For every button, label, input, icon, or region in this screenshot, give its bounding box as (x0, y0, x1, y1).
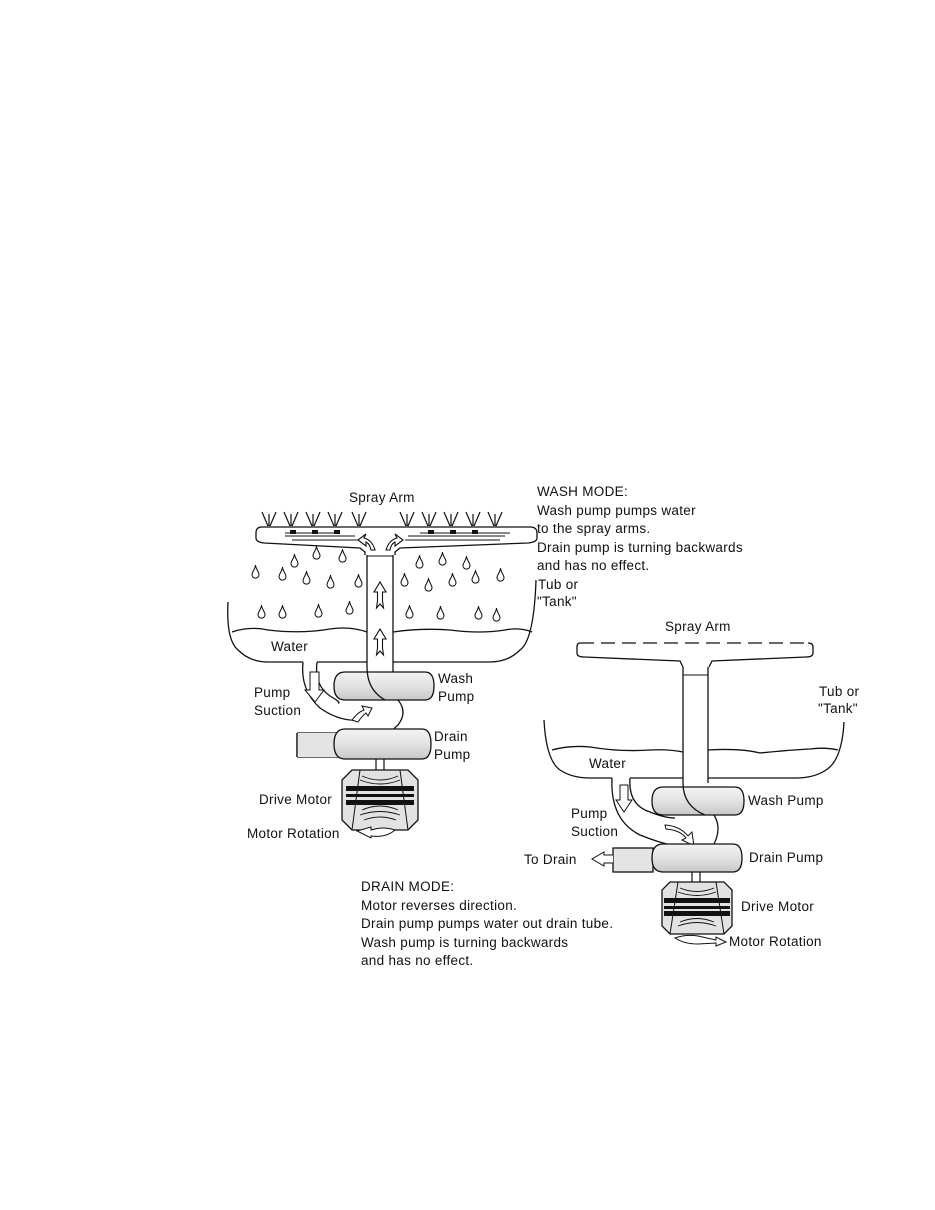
wash-drive-motor-label: Drive Motor (259, 792, 333, 807)
wash-motor-rotation-label: Motor Rotation (247, 826, 340, 841)
wash-drain-pump-label-line2: Pump (434, 747, 471, 762)
drain-motor-rotation-label: Motor Rotation (729, 934, 822, 949)
wash-pump-suction-label-line1: Pump (254, 685, 291, 700)
wash-drain-pump-label-line1: Drain (434, 729, 468, 744)
drain-drive-motor-label: Drive Motor (741, 899, 815, 914)
drain-to-drain-label: To Drain (524, 852, 577, 867)
drain-tub-label-line1: Tub or (819, 684, 860, 699)
drain-spray-arm-label: Spray Arm (665, 619, 731, 634)
wash-tub-label-line2: "Tank" (537, 594, 577, 609)
drain-water-label: Water (589, 756, 627, 771)
wash-mode-line: Wash pump pumps water (537, 502, 696, 518)
wash-mode-line: Drain pump is turning backwards (537, 539, 743, 555)
wash-pump-suction-label-line2: Suction (254, 703, 302, 718)
drain-mode-line: Drain pump pumps water out drain tube. (361, 916, 614, 931)
wash-mode-diagram (227, 511, 538, 839)
wash-wash-pump-label-line1: Wash (438, 671, 474, 686)
drain-drain-pump-label: Drain Pump (749, 850, 824, 865)
drain-mode-line: and has no effect. (361, 953, 474, 968)
drain-pump-suction-label-line2: Suction (571, 824, 619, 839)
drain-mode-line: Wash pump is turning backwards (361, 934, 569, 950)
wash-water-label: Water (271, 639, 309, 654)
drain-mode-diagram (543, 642, 845, 947)
wash-wash-pump-label-line2: Pump (438, 689, 475, 704)
drain-drive-motor (661, 881, 733, 935)
wash-mode-description: WASH MODE: Wash pump pumps water to the … (537, 483, 743, 576)
wash-drive-motor (341, 769, 419, 831)
wash-mode-line: and has no effect. (537, 558, 650, 573)
drain-wash-pump-label: Wash Pump (748, 793, 824, 808)
wash-tub-label-line1: Tub or (538, 577, 579, 592)
drain-mode-title: DRAIN MODE: (361, 879, 455, 894)
water-drops (251, 546, 505, 622)
drain-mode-line: Motor reverses direction. (361, 897, 518, 913)
drain-pump-suction-label-line1: Pump (571, 806, 608, 821)
wash-spray-arm-label: Spray Arm (349, 490, 415, 505)
wash-mode-title: WASH MODE: (537, 484, 629, 499)
drain-mode-description: DRAIN MODE: Motor reverses direction. Dr… (361, 878, 613, 971)
wash-mode-line: to the spray arms. (537, 521, 651, 536)
drain-tub-label-line2: "Tank" (818, 701, 858, 716)
